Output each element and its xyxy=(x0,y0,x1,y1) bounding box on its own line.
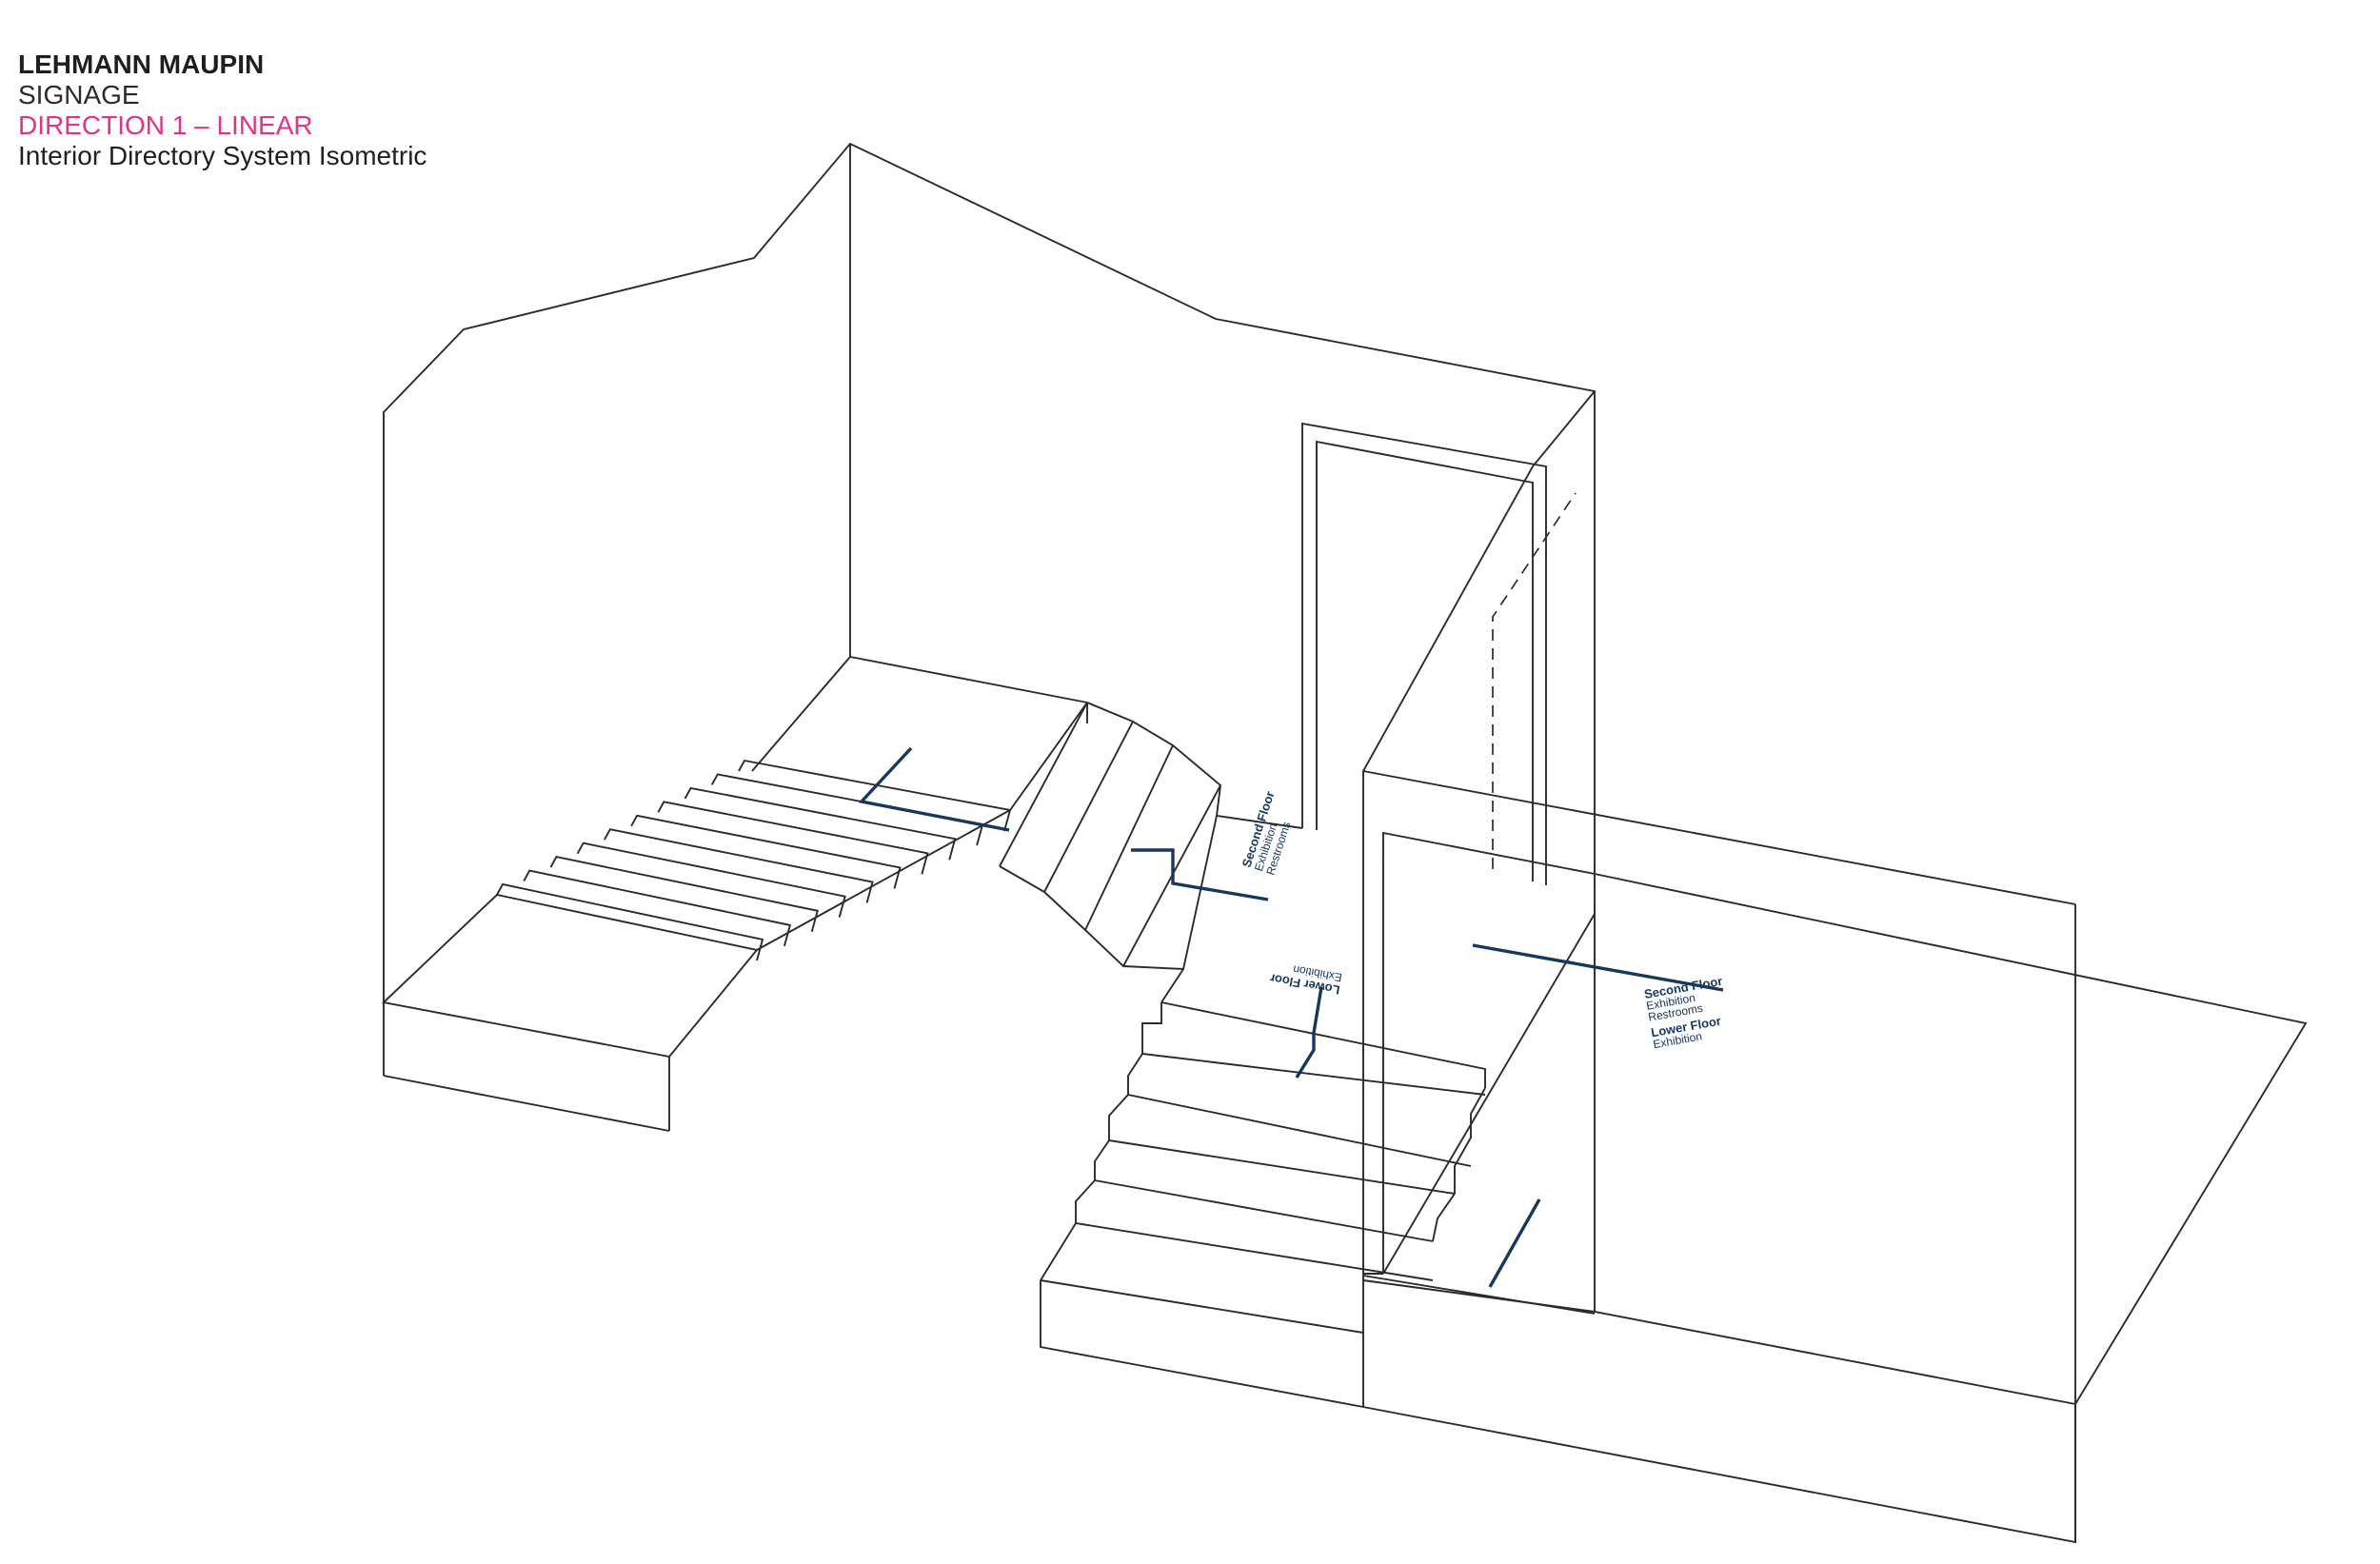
partition-wall xyxy=(1362,390,2076,1542)
stair-step xyxy=(523,869,792,947)
brand-name: LEHMANN MAUPIN xyxy=(18,49,265,79)
stair-outline xyxy=(756,702,1088,951)
upper-landing xyxy=(751,655,1303,1003)
sign-bars xyxy=(858,746,1724,1288)
stair-step xyxy=(738,759,1012,832)
section-label: SIGNAGE xyxy=(18,80,140,109)
doorway xyxy=(1301,422,1547,885)
lower-stair xyxy=(1040,1001,1486,1408)
stair-step xyxy=(657,801,929,875)
stair-sign-labels: Second Floor Exhibition Restrooms xyxy=(1240,789,1294,877)
title-block: LEHMANN MAUPIN SIGNAGE DIRECTION 1 – LIN… xyxy=(18,49,426,171)
left-stair xyxy=(496,702,1088,961)
direction-label: DIRECTION 1 – LINEAR xyxy=(18,110,313,140)
drawing-subtitle: Interior Directory System Isometric xyxy=(18,141,427,170)
lower-sign-labels: Lower Floor Exhibition xyxy=(1269,962,1343,998)
back-walls xyxy=(383,142,1596,1002)
main-sign-labels: Second Floor Exhibition Restrooms Lower … xyxy=(1643,974,1723,1051)
stair-step xyxy=(710,773,984,846)
left-landing xyxy=(382,893,759,1132)
stair-step xyxy=(576,841,846,918)
stair-step xyxy=(549,856,819,933)
floor-plane xyxy=(1362,873,2308,1544)
stair-step xyxy=(684,786,957,861)
hidden-edge xyxy=(1492,492,1577,869)
stair-step xyxy=(630,814,902,889)
stair-step xyxy=(604,828,874,903)
stair-step xyxy=(496,882,764,961)
